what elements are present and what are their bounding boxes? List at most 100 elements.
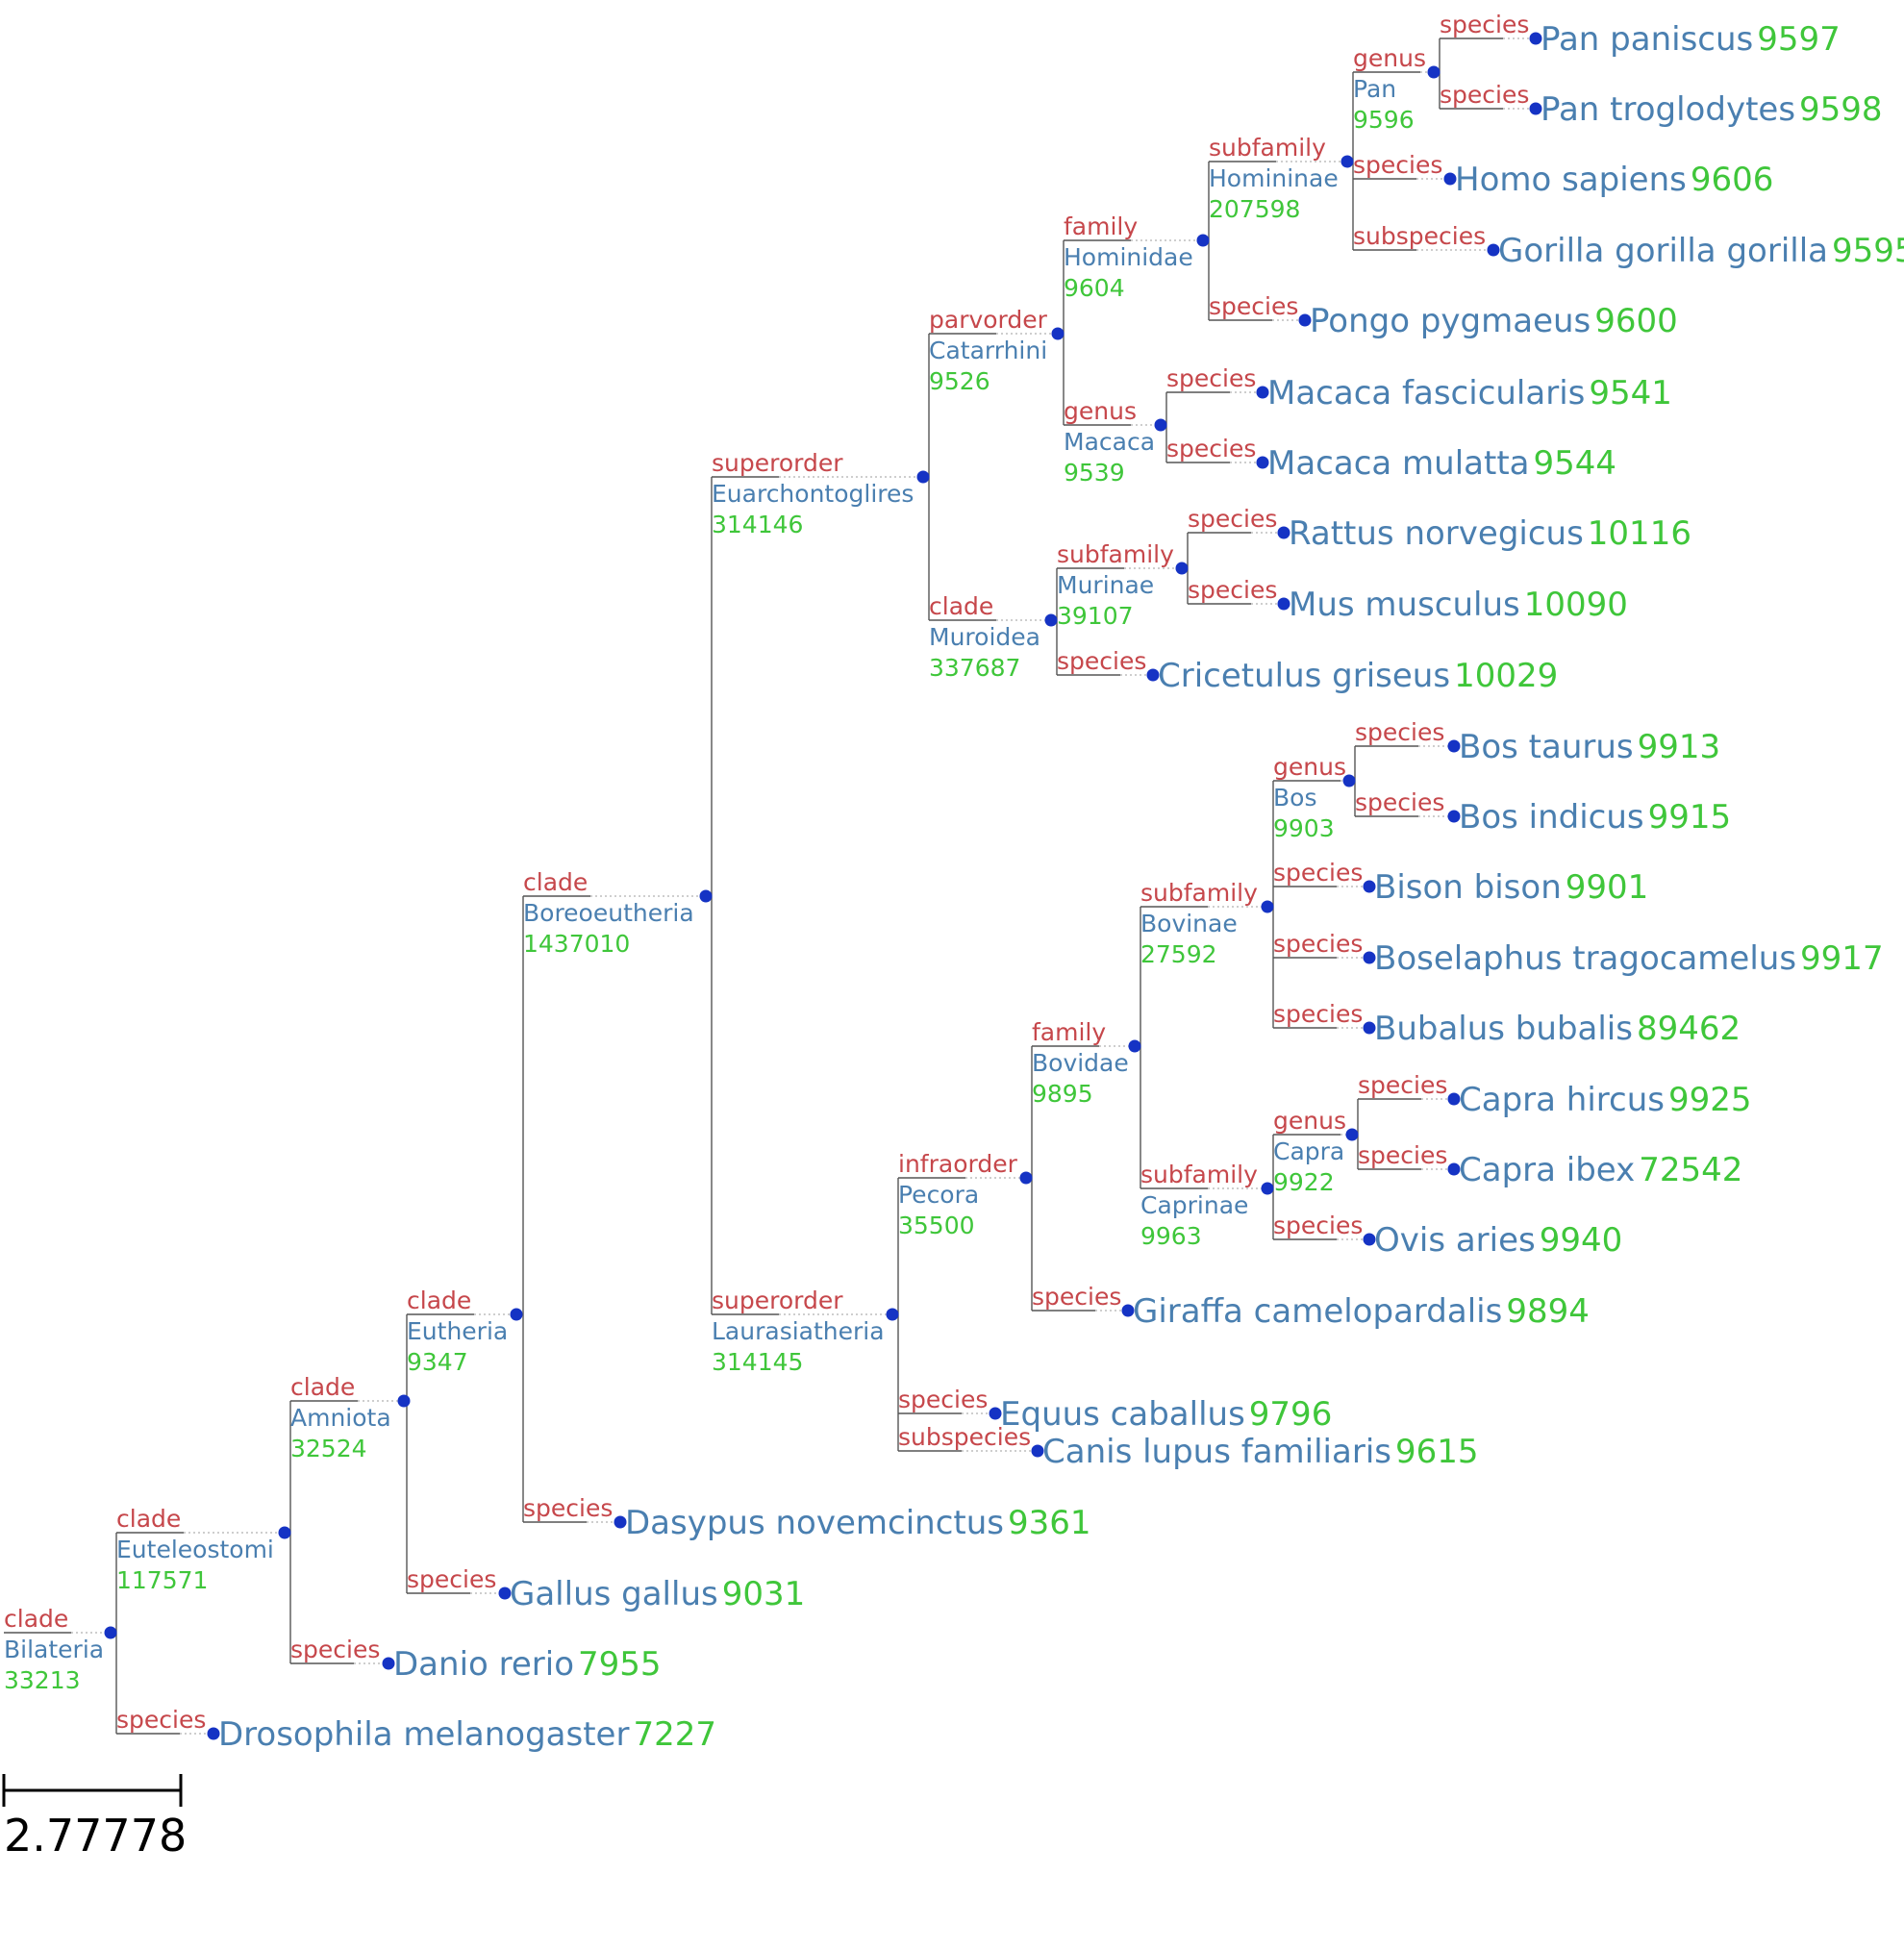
rank-label: clade <box>929 592 993 620</box>
tree-node-dot <box>1121 1304 1135 1317</box>
rank-label: subspecies <box>898 1423 1031 1451</box>
taxon-name: Capra hircus <box>1459 1081 1665 1119</box>
taxon-id: 9595 <box>1832 232 1904 270</box>
tree-node-dot <box>1363 880 1376 893</box>
taxon-name: Capra <box>1273 1137 1344 1165</box>
taxon-name: Hominidae <box>1064 243 1193 271</box>
tree-node-dot <box>1019 1171 1033 1185</box>
taxon-name: Caprinae <box>1140 1191 1248 1219</box>
taxon-name: Homo sapiens <box>1455 161 1687 199</box>
taxon-name: Pan <box>1353 75 1396 103</box>
taxon-id: 9604 <box>1064 274 1125 302</box>
tree-node-dot <box>1529 32 1542 45</box>
rank-label: species <box>1353 151 1442 179</box>
taxon-name: Bubalus bubalis <box>1374 1010 1633 1048</box>
tree-node-dot <box>1427 65 1441 79</box>
taxon-name: Bovidae <box>1032 1049 1129 1077</box>
tree-node-dot <box>1261 1182 1274 1195</box>
rank-label: species <box>1188 576 1277 604</box>
tree-node-dot <box>1447 739 1461 753</box>
rank-label: genus <box>1064 397 1137 425</box>
taxon-name: Dasypus novemcinctus <box>625 1504 1004 1542</box>
taxon-name: Danio rerio <box>393 1645 574 1684</box>
rank-label: genus <box>1273 753 1346 781</box>
rank-label: species <box>1166 435 1256 462</box>
taxon-id: 9940 <box>1540 1221 1623 1260</box>
rank-label: clade <box>523 868 588 896</box>
tree-node-dot <box>1044 613 1058 627</box>
tree-node-dot <box>1345 1128 1359 1141</box>
rank-label: species <box>1273 859 1363 887</box>
leaf-label: Gorilla gorilla gorilla9595 <box>1498 232 1904 270</box>
taxon-name: Catarrhini <box>929 337 1047 364</box>
taxon-name: Ovis aries <box>1374 1221 1536 1260</box>
rank-label: clade <box>407 1287 471 1314</box>
taxon-name: Murinae <box>1057 571 1154 599</box>
rank-label: species <box>116 1706 206 1734</box>
taxon-id: 10116 <box>1588 514 1691 553</box>
taxon-name: Rattus norvegicus <box>1289 514 1584 553</box>
taxon-name: Macaca <box>1064 428 1155 456</box>
rank-label: species <box>1032 1283 1121 1311</box>
tree-node-dot <box>1443 172 1457 186</box>
scale-bar-label: 2.77778 <box>4 1810 187 1862</box>
tree-node-dot <box>207 1727 220 1740</box>
tree-node-dot <box>1154 418 1167 432</box>
rank-label: species <box>1358 1071 1447 1099</box>
taxon-id: 9895 <box>1032 1080 1093 1108</box>
tree-node-dot <box>104 1626 117 1639</box>
tree-node-dot <box>1487 243 1500 257</box>
tree-node-dot <box>1447 1162 1461 1176</box>
taxon-name: Bison bison <box>1374 868 1562 907</box>
taxon-id: 1437010 <box>523 930 630 958</box>
tree-node-dot <box>1363 951 1376 964</box>
taxon-name: Giraffa camelopardalis <box>1133 1292 1502 1331</box>
taxon-id: 9597 <box>1757 20 1841 59</box>
rank-label: species <box>1355 718 1444 746</box>
taxon-id: 9361 <box>1008 1504 1091 1542</box>
scale-bar: 2.77778 <box>2 1774 187 1862</box>
rank-label: species <box>1209 292 1298 320</box>
taxon-name: Eutheria <box>407 1317 508 1345</box>
rank-label: infraorder <box>898 1150 1018 1178</box>
taxon-id: 9615 <box>1395 1433 1479 1471</box>
taxon-id: 10090 <box>1524 586 1628 624</box>
taxon-id: 32524 <box>290 1435 367 1462</box>
taxon-id: 9917 <box>1800 939 1884 978</box>
rank-label: species <box>898 1386 988 1413</box>
rank-label: species <box>1355 788 1444 816</box>
tree-node-dot <box>1529 102 1542 115</box>
rank-label: species <box>290 1636 380 1663</box>
taxon-id: 9347 <box>407 1348 468 1376</box>
taxon-name: Pongo pygmaeus <box>1310 302 1591 340</box>
rank-label: species <box>1057 647 1146 675</box>
tree-node-dot <box>1363 1021 1376 1035</box>
taxon-id: 89462 <box>1637 1010 1741 1048</box>
taxon-id: 9963 <box>1140 1222 1202 1250</box>
rank-label: parvorder <box>929 306 1048 334</box>
taxon-id: 207598 <box>1209 195 1300 223</box>
rank-label: subfamily <box>1140 1161 1258 1188</box>
taxon-id: 314146 <box>712 511 803 538</box>
rank-label: species <box>1273 1000 1363 1028</box>
rank-label: species <box>1273 930 1363 958</box>
tree-node-dot <box>916 470 930 484</box>
taxon-name: Bovinae <box>1140 910 1238 937</box>
taxon-id: 9894 <box>1506 1292 1590 1331</box>
tree-node-dot <box>1256 386 1269 399</box>
tree-node-dot <box>498 1587 512 1600</box>
tree-labels: cladeBilateria33213cladeEuteleostomi1175… <box>4 11 1904 1754</box>
tree-node-dot <box>1363 1233 1376 1246</box>
taxon-id: 35500 <box>898 1212 975 1239</box>
taxon-name: Boreoeutheria <box>523 899 694 927</box>
tree-node-dot <box>1447 1092 1461 1106</box>
taxon-name: Homininae <box>1209 164 1339 192</box>
